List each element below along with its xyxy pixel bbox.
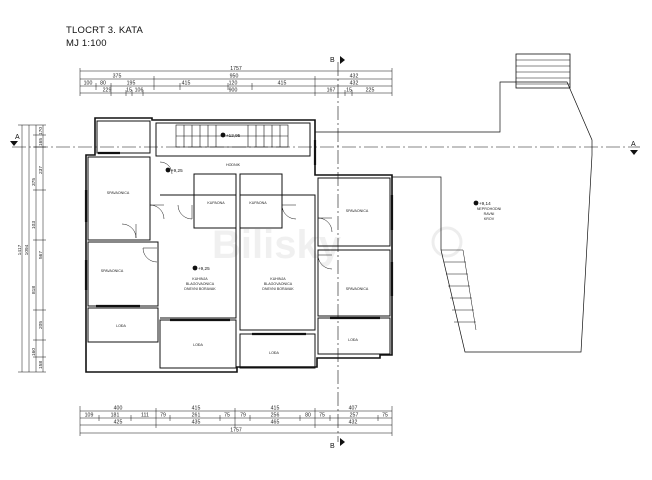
room-label: DNEVNI BORAVAK xyxy=(184,287,216,291)
room-label: KUPAONA xyxy=(207,201,225,205)
top-dimensions xyxy=(79,68,393,96)
room-label: KUHINJA xyxy=(270,277,286,281)
dim-left: 1094 xyxy=(24,244,30,255)
section-line-a xyxy=(10,141,640,155)
room-label: LOĐA xyxy=(116,324,126,328)
dim-top: 432 xyxy=(350,81,359,87)
dim-bottom: 415 xyxy=(192,406,201,412)
dim-top: 195 xyxy=(127,81,136,87)
dim-top: 15 xyxy=(346,88,352,94)
dim-bottom: 432 xyxy=(349,420,358,426)
staircase xyxy=(175,124,289,148)
room-label: LOĐA xyxy=(348,338,358,342)
dim-bottom: 425 xyxy=(114,420,123,426)
level-mark: +9,25 xyxy=(171,168,183,173)
drawing-scale: MJ 1:100 xyxy=(66,38,107,49)
dim-top: 900 xyxy=(229,88,238,94)
level-mark: +9,25 xyxy=(198,266,210,271)
room-label: LOĐA xyxy=(193,343,203,347)
dim-left: 205 xyxy=(38,321,44,329)
dim-bottom: 79 xyxy=(240,413,246,419)
dim-top: 120 xyxy=(229,81,238,87)
dim-bottom: 261 xyxy=(192,413,201,419)
room-label: KUPAONA xyxy=(249,201,267,205)
dim-bottom: 109 xyxy=(85,413,94,419)
section-line-b xyxy=(337,56,345,446)
room-label: SPAVAONICA xyxy=(346,287,369,291)
bottom-dimensions xyxy=(79,406,393,436)
dim-top: 225 xyxy=(366,88,375,94)
dim-bottom: 80 xyxy=(305,413,311,419)
dim-left: 237 xyxy=(38,166,44,174)
room-label: SPAVAONICA xyxy=(101,269,124,273)
drawing-title: TLOCRT 3. KATA xyxy=(66,25,144,36)
room-label: BLAGOVAONICA xyxy=(186,282,215,286)
dim-bottom: 111 xyxy=(141,413,149,419)
room-label: LOĐA xyxy=(269,351,279,355)
dim-left-total: 1417 xyxy=(17,244,23,255)
terrace-outline xyxy=(315,53,593,353)
room-label: DNEVNI BORAVAK xyxy=(262,287,294,291)
dim-top: 415 xyxy=(182,81,191,87)
dim-left: 567 xyxy=(38,251,44,259)
dim-top-total: 1757 xyxy=(230,66,242,72)
level-mark: +9,14 xyxy=(479,201,491,206)
dim-top: 950 xyxy=(230,74,239,80)
dim-left: 375 xyxy=(31,178,37,186)
dim-bottom: 75 xyxy=(319,413,325,419)
dim-left: 103 xyxy=(31,221,37,229)
dim-bottom: 400 xyxy=(114,406,123,412)
dim-left: 160 xyxy=(31,348,37,356)
section-a-label-left: A xyxy=(15,134,20,141)
room-label: SPAVAONICA xyxy=(107,191,130,195)
dim-left: 158 xyxy=(38,361,44,369)
dim-bottom: 256 xyxy=(271,413,280,419)
level-mark: +12,95 xyxy=(226,133,241,138)
dim-top: 15 xyxy=(126,88,132,94)
section-b-label-bottom: B xyxy=(330,443,335,450)
watermark: Bilisky xyxy=(212,223,342,267)
dim-bottom: 257 xyxy=(350,413,359,419)
dim-bottom: 407 xyxy=(349,406,358,412)
room-label: SPAVAONICA xyxy=(346,209,369,213)
dim-top: 432 xyxy=(350,74,359,80)
dim-bottom: 465 xyxy=(271,420,280,426)
room-label: NEPROHODNI xyxy=(477,207,501,211)
dim-left: 170 xyxy=(38,127,44,135)
dim-top: 415 xyxy=(278,81,287,87)
room-label: KUHINJA xyxy=(192,277,208,281)
room-label: KROV xyxy=(484,217,495,221)
dim-bottom: 79 xyxy=(160,413,166,419)
dim-top: 100 xyxy=(84,81,93,87)
dim-top: 229 xyxy=(103,88,112,94)
room-label-hodnik: HODNIK xyxy=(226,163,241,167)
dim-bottom: 75 xyxy=(382,413,388,419)
exterior-stairs xyxy=(441,249,477,331)
dim-left: 165 xyxy=(38,138,44,146)
section-a-label-right: A xyxy=(631,141,636,148)
dim-bottom: 75 xyxy=(224,413,230,419)
dim-bottom: 435 xyxy=(192,420,201,426)
dim-top: 167 xyxy=(327,88,336,94)
dim-left: 818 xyxy=(31,286,37,294)
dim-bottom: 415 xyxy=(271,406,280,412)
dim-bottom-total: 1757 xyxy=(230,428,242,434)
dim-bottom: 181 xyxy=(111,413,120,419)
section-b-label-top: B xyxy=(330,57,335,64)
dim-top: 106 xyxy=(135,88,144,94)
left-dimensions xyxy=(18,124,46,373)
dim-top: 375 xyxy=(113,74,122,80)
room-label: BLAGOVAONICA xyxy=(264,282,293,286)
room-label: RAVNI xyxy=(484,212,495,216)
windows xyxy=(84,140,394,336)
dim-top: 80 xyxy=(100,81,106,87)
door-swings xyxy=(121,161,333,270)
